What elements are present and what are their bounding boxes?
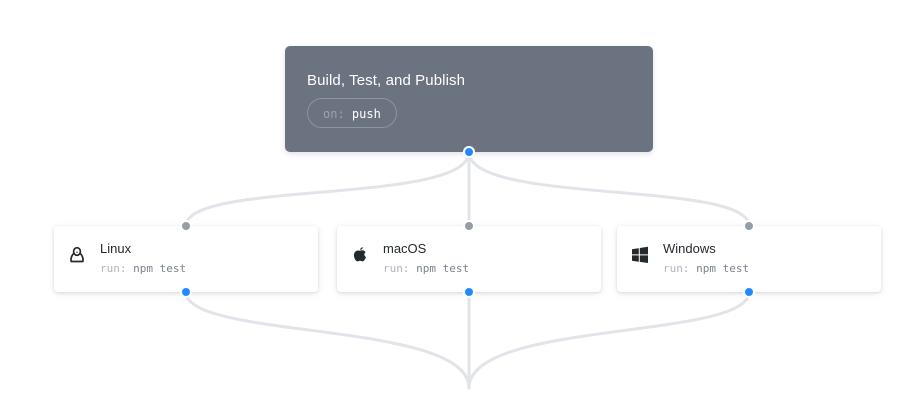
command-key: run: bbox=[100, 262, 127, 275]
command-key: run: bbox=[663, 262, 690, 275]
command-key: run: bbox=[383, 262, 410, 275]
workflow-title: Build, Test, and Publish bbox=[307, 72, 466, 89]
linux-input-port bbox=[180, 220, 192, 232]
windows-icon bbox=[632, 246, 648, 263]
command-value: npm test bbox=[696, 262, 750, 275]
command-value: npm test bbox=[133, 262, 187, 275]
command-value: npm test bbox=[416, 262, 470, 275]
event-pill: on: push bbox=[307, 98, 397, 128]
job-command-windows: run: npm test bbox=[663, 262, 749, 275]
workflow-trigger-card[interactable]: Build, Test, and Publish on: push bbox=[285, 46, 653, 152]
linux-penguin-icon bbox=[70, 246, 84, 263]
windows-input-port bbox=[743, 220, 755, 232]
job-card-linux[interactable]: Linux run: npm test bbox=[54, 226, 318, 292]
macos-output-port bbox=[463, 286, 475, 298]
connector-windows-to-output bbox=[467, 290, 751, 390]
trigger-output-port bbox=[463, 146, 475, 158]
job-name-macos: macOS bbox=[383, 241, 427, 256]
job-command-linux: run: npm test bbox=[100, 262, 186, 275]
linux-output-port bbox=[180, 286, 192, 298]
job-card-macos[interactable]: macOS run: npm test bbox=[337, 226, 601, 292]
job-card-windows[interactable]: Windows run: npm test bbox=[617, 226, 881, 292]
job-name-windows: Windows bbox=[663, 241, 716, 256]
job-name-linux: Linux bbox=[100, 241, 132, 256]
connector-trigger-to-windows bbox=[467, 150, 751, 228]
job-command-macos: run: npm test bbox=[383, 262, 469, 275]
connector-trigger-to-linux bbox=[184, 150, 471, 228]
event-key: on: bbox=[323, 107, 345, 121]
connector-linux-to-output bbox=[184, 290, 471, 390]
macos-input-port bbox=[463, 220, 475, 232]
apple-icon bbox=[353, 247, 366, 262]
windows-output-port bbox=[743, 286, 755, 298]
event-value: push bbox=[351, 107, 381, 121]
